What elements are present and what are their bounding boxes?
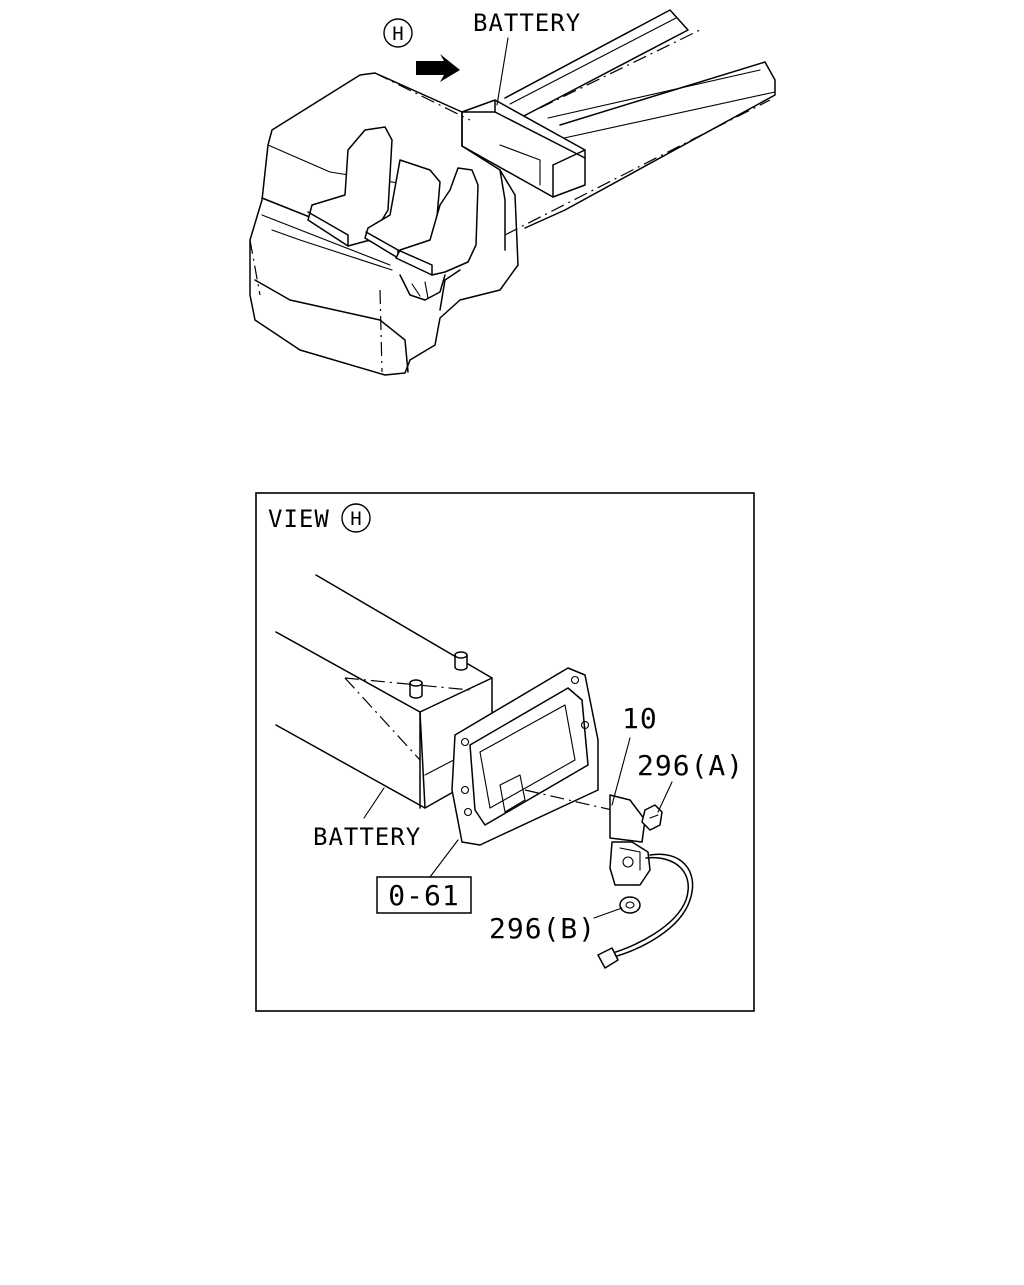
circle-icon	[383, 18, 413, 48]
callout-10: 10	[622, 702, 658, 735]
view-arrow	[416, 54, 460, 82]
view-marker-detail: H	[341, 503, 371, 533]
battery-leader-detail	[363, 787, 385, 819]
detail-view: VIEW H BATTERY	[255, 492, 755, 1012]
cable-terminal	[597, 947, 619, 969]
battery-terminal	[454, 651, 468, 671]
battery-label-overview: BATTERY	[473, 9, 581, 37]
callout-296b-leader	[593, 907, 623, 919]
detail-frame	[255, 492, 755, 1012]
frame-rails	[504, 9, 776, 236]
circle-icon	[341, 503, 371, 533]
view-marker-letter: H	[392, 23, 403, 45]
mounting-hole	[460, 737, 470, 747]
view-marker-letter-detail: H	[350, 508, 361, 530]
battery-leader-overview	[496, 37, 509, 106]
ref-box-label: 0-61	[388, 879, 459, 912]
nut-296b	[619, 896, 641, 914]
view-arrow-icon	[416, 54, 460, 82]
ref-box-leader	[429, 839, 459, 878]
battery-label-detail: BATTERY	[313, 823, 421, 851]
view-title: VIEW	[268, 505, 330, 533]
callout-10-leader	[611, 737, 631, 806]
mounting-hole	[460, 785, 470, 795]
mounting-hole	[570, 675, 580, 685]
cab-seats	[307, 126, 479, 301]
terminal-nut	[622, 856, 634, 868]
ref-box	[376, 876, 472, 914]
battery-box-overview	[461, 99, 586, 198]
callout-296b: 296(B)	[489, 912, 596, 945]
callout-296a: 296(A)	[637, 749, 744, 782]
battery-cover	[451, 667, 613, 846]
battery-switch-assembly	[597, 794, 694, 969]
view-marker-overview: H	[383, 18, 413, 48]
callout-296a-leader	[657, 781, 673, 813]
mounting-hole	[580, 720, 590, 730]
mounting-hole	[463, 807, 473, 817]
truck-overview: H BATTERY	[249, 9, 776, 376]
battery-terminal	[409, 679, 423, 699]
